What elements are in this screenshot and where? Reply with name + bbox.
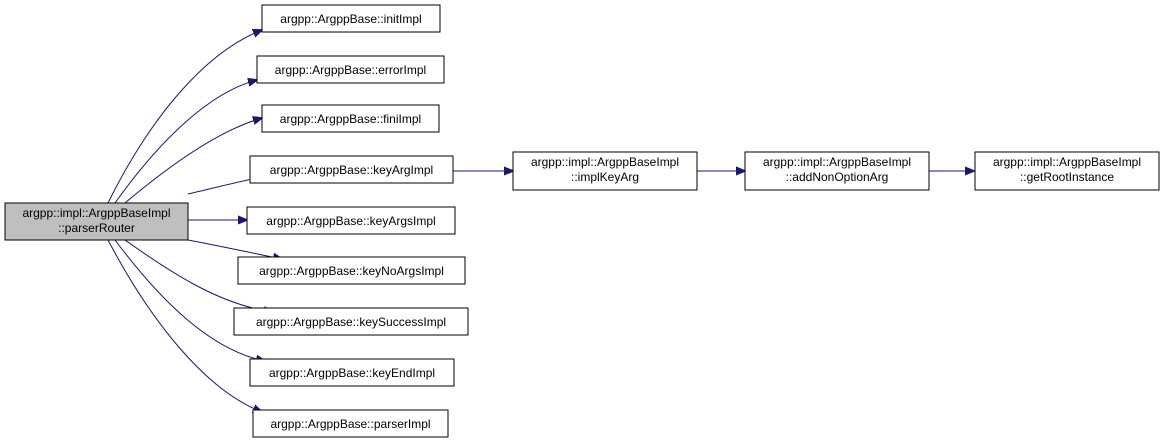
node-parserImpl[interactable]: argpp::ArgppBase::parserImpl xyxy=(252,409,449,438)
edge-root-keyEndImpl xyxy=(114,239,265,361)
node-finiImpl-label: argpp::ArgppBase::finiImpl xyxy=(280,112,421,126)
node-parserRouter[interactable]: argpp::impl::ArgppBaseImpl ::parserRoute… xyxy=(4,202,189,241)
node-keyArgImpl-label: argpp::ArgppBase::keyArgImpl xyxy=(270,163,433,177)
node-implKeyArg-line1: argpp::impl::ArgppBaseImpl xyxy=(531,155,679,169)
node-finiImpl[interactable]: argpp::ArgppBase::finiImpl xyxy=(261,104,440,133)
node-errorImpl[interactable]: argpp::ArgppBase::errorImpl xyxy=(256,55,445,84)
node-addNonOptionArg[interactable]: argpp::impl::ArgppBaseImpl ::addNonOptio… xyxy=(744,151,930,191)
node-addNonOptionArg-line2: ::addNonOptionArg xyxy=(786,170,889,184)
node-keyArgImpl[interactable]: argpp::ArgppBase::keyArgImpl xyxy=(249,155,454,184)
node-keyEndImpl-label: argpp::ArgppBase::keyEndImpl xyxy=(269,366,435,380)
node-keyEndImpl[interactable]: argpp::ArgppBase::keyEndImpl xyxy=(249,358,455,387)
node-addNonOptionArg-line1: argpp::impl::ArgppBaseImpl xyxy=(763,155,911,169)
node-parserRouter-line2: ::parserRouter xyxy=(58,221,135,235)
node-keySuccessImpl-label: argpp::ArgppBase::keySuccessImpl xyxy=(256,315,446,329)
node-implKeyArg[interactable]: argpp::impl::ArgppBaseImpl ::implKeyArg xyxy=(512,151,698,191)
node-implKeyArg-line2: ::implKeyArg xyxy=(571,170,639,184)
node-keySuccessImpl[interactable]: argpp::ArgppBase::keySuccessImpl xyxy=(233,307,469,336)
node-initImpl[interactable]: argpp::ArgppBase::initImpl xyxy=(261,4,441,33)
node-getRootInstance-line2: ::getRootInstance xyxy=(1020,170,1114,184)
node-parserImpl-label: argpp::ArgppBase::parserImpl xyxy=(270,417,430,431)
node-keyArgsImpl-label: argpp::ArgppBase::keyArgsImpl xyxy=(266,214,435,228)
node-initImpl-label: argpp::ArgppBase::initImpl xyxy=(280,12,421,26)
node-keyNoArgsImpl[interactable]: argpp::ArgppBase::keyNoArgsImpl xyxy=(237,256,466,285)
edge-root-keyNoArgsImpl xyxy=(187,239,282,259)
node-keyNoArgsImpl-label: argpp::ArgppBase::keyNoArgsImpl xyxy=(259,264,444,278)
edge-root-errorImpl xyxy=(114,80,257,204)
node-getRootInstance-line1: argpp::impl::ArgppBaseImpl xyxy=(993,155,1141,169)
edge-root-initImpl xyxy=(107,30,262,204)
node-getRootInstance[interactable]: argpp::impl::ArgppBaseImpl ::getRootInst… xyxy=(974,151,1160,191)
node-errorImpl-label: argpp::ArgppBase::errorImpl xyxy=(275,63,426,77)
node-keyArgsImpl[interactable]: argpp::ArgppBase::keyArgsImpl xyxy=(246,206,456,235)
node-parserRouter-line1: argpp::impl::ArgppBaseImpl xyxy=(22,206,170,220)
edge-root-finiImpl xyxy=(124,118,262,204)
edge-root-parserImpl xyxy=(107,239,262,412)
